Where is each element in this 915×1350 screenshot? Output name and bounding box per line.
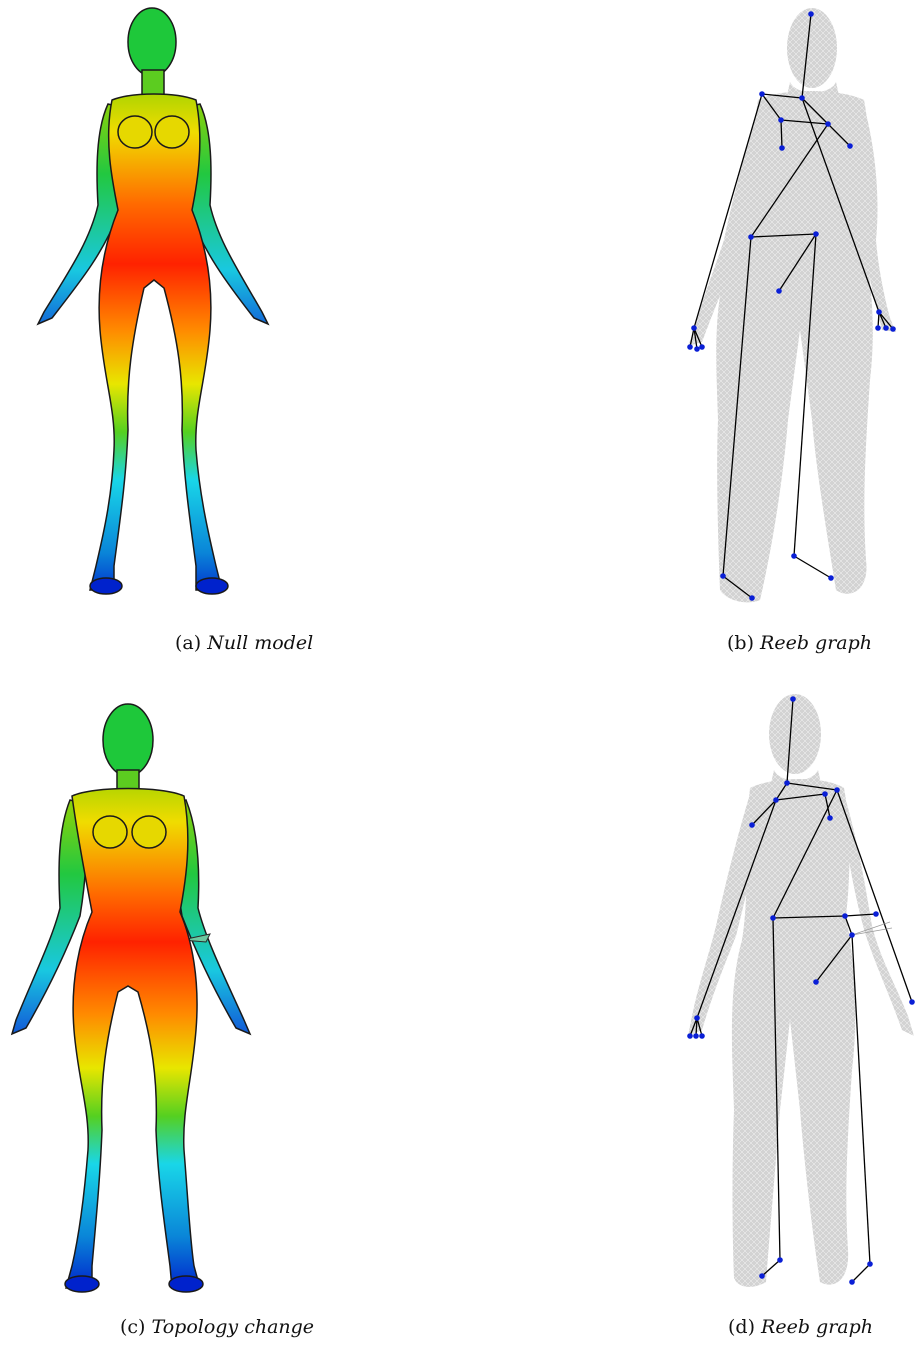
caption-label: (b) [727, 632, 754, 654]
caption-label: (c) [120, 1316, 145, 1338]
reeb-graph-topology-image [640, 690, 915, 1300]
reeb-node [791, 553, 797, 559]
reeb-edge [852, 1264, 870, 1282]
reeb-node [828, 575, 834, 581]
caption-label: (d) [728, 1316, 755, 1338]
reeb-node [770, 915, 776, 921]
caption-a: (a) Null model [175, 632, 313, 654]
reeb-node [759, 1273, 765, 1279]
panel-reeb-graph-top [640, 0, 915, 610]
reeb-node [720, 573, 726, 579]
reeb-node [849, 932, 855, 938]
reeb-node [694, 1015, 700, 1021]
reeb-node [890, 326, 896, 332]
reeb-node [759, 91, 765, 97]
reeb-node [790, 696, 796, 702]
reeb-node [687, 344, 693, 350]
reeb-node [694, 346, 700, 352]
caption-text: Null model [207, 632, 313, 654]
reeb-node [875, 325, 881, 331]
reeb-node [909, 999, 915, 1005]
topology-change-image [0, 690, 300, 1290]
reeb-graph-image [640, 0, 915, 610]
reeb-node [776, 288, 782, 294]
reeb-node [779, 145, 785, 151]
caption-d: (d) Reeb graph [728, 1316, 873, 1338]
reeb-node [691, 325, 697, 331]
reeb-node [749, 822, 755, 828]
reeb-node [883, 325, 889, 331]
reeb-node [749, 595, 755, 601]
reeb-node [834, 787, 840, 793]
reeb-node [822, 791, 828, 797]
reeb-node [778, 117, 784, 123]
reeb-node [687, 1033, 693, 1039]
reeb-node [748, 234, 754, 240]
reeb-node [784, 780, 790, 786]
reeb-node [699, 1033, 705, 1039]
reeb-node [873, 911, 879, 917]
reeb-node [876, 309, 882, 315]
reeb-edge [794, 556, 831, 578]
reeb-node [867, 1261, 873, 1267]
reeb-node [847, 143, 853, 149]
caption-text: Reeb graph [761, 1316, 873, 1338]
reeb-node [693, 1033, 699, 1039]
reeb-node [827, 815, 833, 821]
panel-reeb-graph-bottom [640, 690, 915, 1300]
reeb-node [842, 913, 848, 919]
reeb-node [825, 121, 831, 127]
caption-label: (a) [175, 632, 201, 654]
caption-b: (b) Reeb graph [727, 632, 872, 654]
caption-c: (c) Topology change [120, 1316, 314, 1338]
reeb-node [699, 344, 705, 350]
panel-null-model [0, 0, 300, 600]
reeb-edge [852, 935, 870, 1264]
caption-text: Topology change [152, 1316, 315, 1338]
reeb-node [813, 979, 819, 985]
panel-topology-change [0, 690, 300, 1290]
reeb-node [813, 231, 819, 237]
caption-text: Reeb graph [760, 632, 872, 654]
reeb-node [799, 95, 805, 101]
null-model-image [0, 0, 300, 600]
reeb-node [773, 797, 779, 803]
reeb-node [849, 1279, 855, 1285]
reeb-node [808, 11, 814, 17]
reeb-node [777, 1257, 783, 1263]
